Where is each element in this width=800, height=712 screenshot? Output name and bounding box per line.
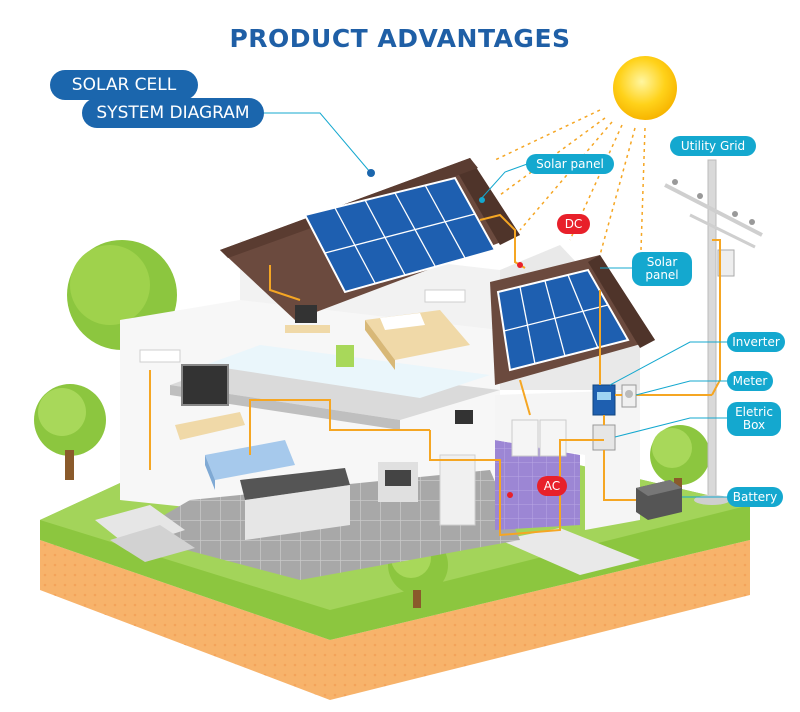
callout-dot <box>517 262 523 268</box>
label-utility-grid: Utility Grid <box>670 136 756 156</box>
meter-icon <box>622 385 636 407</box>
label-inverter: Inverter <box>727 332 785 352</box>
label-solar-panel-side: Solar panel <box>632 252 692 286</box>
page-title: PRODUCT ADVANTAGES <box>0 24 800 53</box>
subtitle-pill-1: SOLAR CELL <box>50 70 198 100</box>
label-battery: Battery <box>727 487 783 507</box>
electric-box-icon <box>593 425 615 450</box>
label-meter: Meter <box>727 371 773 391</box>
tree-icon <box>34 384 106 480</box>
label-ac: AC <box>537 476 567 496</box>
label-solar-panel-top: Solar panel <box>526 154 614 174</box>
subtitle-pill-2: SYSTEM DIAGRAM <box>82 98 264 128</box>
label-eletric-box-line2: Box <box>743 419 765 432</box>
label-eletric-box: Eletric Box <box>727 402 781 436</box>
callout-dot <box>507 492 513 498</box>
label-solar-panel-side-line2: panel <box>645 269 678 282</box>
callout-dot <box>367 169 375 177</box>
inverter-icon <box>593 385 615 415</box>
callout-dot <box>479 197 485 203</box>
label-dc: DC <box>557 214 590 234</box>
sun-icon <box>613 56 677 120</box>
sun-rays <box>495 110 645 280</box>
